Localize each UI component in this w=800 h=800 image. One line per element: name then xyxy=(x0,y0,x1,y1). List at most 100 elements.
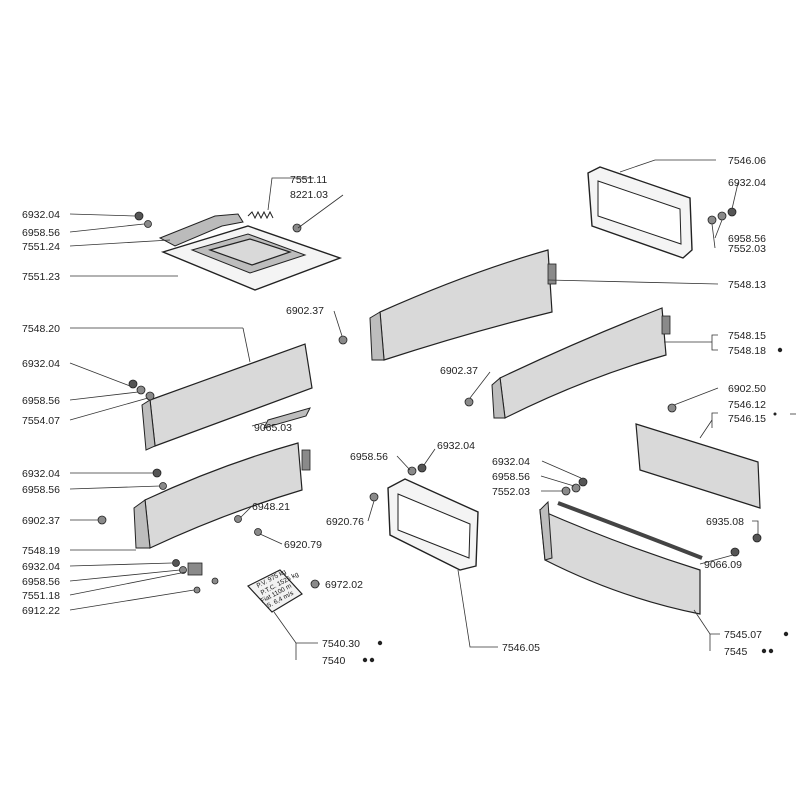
label-6958-56-c: 6958.56 xyxy=(22,395,60,407)
screw-6902-37-b xyxy=(464,397,474,407)
label-7551-11: 7551.11 xyxy=(290,174,327,186)
bolt-7552-03-a xyxy=(707,215,717,225)
part-labels: 7551.11 8221.03 6932.04 6958.56 7551.24 … xyxy=(22,155,796,667)
label-6932-04-e: 6932.04 xyxy=(22,468,60,480)
glass-panel-7545-07 xyxy=(539,509,701,615)
marker-dot-7540-2 xyxy=(369,657,375,663)
screw-small xyxy=(211,577,219,585)
vent-pin xyxy=(292,223,302,233)
vent-spring xyxy=(247,210,274,220)
label-7548-13: 7548.13 xyxy=(728,279,766,291)
label-9065-03: 9065.03 xyxy=(254,422,292,434)
glass-7548-15 xyxy=(464,307,671,419)
roof-vent-assembly xyxy=(134,210,343,291)
label-6958-56-b: 6958.56 xyxy=(728,233,766,245)
label-7551-23: 7551.23 xyxy=(22,271,60,283)
label-6932-04-f: 6932.04 xyxy=(492,456,530,468)
glass-bracket-7548-15 xyxy=(661,315,671,335)
washer-6958-56-e xyxy=(407,466,417,476)
label-7551-18: 7551.18 xyxy=(22,590,60,602)
label-6932-04-g: 6932.04 xyxy=(22,561,60,573)
label-7551-24: 7551.24 xyxy=(22,241,60,253)
leader-lines xyxy=(69,159,759,660)
screw-6902-37-a xyxy=(338,335,348,345)
bolt-7552-03-b xyxy=(561,486,571,496)
label-6958-56-f: 6958.56 xyxy=(492,471,530,483)
washer-6958-56-d xyxy=(159,482,167,490)
marker-dot-7546-15 xyxy=(773,412,777,416)
marker-dot-7545-07 xyxy=(783,631,789,637)
glass-panel-7548-15 xyxy=(499,307,667,419)
label-7546-12: 7546.12 xyxy=(728,399,766,411)
label-6920-79: 6920.79 xyxy=(284,539,322,551)
label-6958-56-a: 6958.56 xyxy=(22,227,60,239)
label-7554-07: 7554.07 xyxy=(22,415,60,427)
glass-edge-7548-19 xyxy=(133,499,151,549)
marker-dot-7545-2 xyxy=(768,648,774,654)
label-6902-37-b: 6902.37 xyxy=(440,365,478,377)
vent-frame xyxy=(208,238,292,266)
label-6920-76: 6920.76 xyxy=(326,516,364,528)
nut-6932-04-g xyxy=(172,559,180,567)
label-7545-07: 7545.07 xyxy=(724,629,762,641)
washer-6958-56-a xyxy=(144,220,152,228)
screw-6920-76 xyxy=(369,492,379,502)
nut-6932-04-c xyxy=(128,379,138,389)
vent-hinge-bracket xyxy=(158,213,244,247)
label-8221-03: 8221.03 xyxy=(290,189,328,201)
label-7548-15: 7548.15 xyxy=(728,330,766,342)
screw-6920-79 xyxy=(254,528,262,536)
glass-panel-7548-19 xyxy=(144,442,303,549)
label-7545: 7545 xyxy=(724,646,748,658)
frame-7546-05-opening xyxy=(397,493,471,559)
marker-dot-7540-1 xyxy=(362,657,368,663)
washer-6958-56-b xyxy=(717,211,727,221)
nut-6932-04-b xyxy=(727,207,737,217)
label-6902-50: 6902.50 xyxy=(728,383,766,395)
seal-strip-9065-03 xyxy=(263,407,311,429)
label-7540: 7540 xyxy=(322,655,346,667)
label-6932-04-c: 6932.04 xyxy=(22,358,60,370)
id-plate-7540: P.V. 975 kg P.T.C. 1525 kg Fiat 1100 m S… xyxy=(247,568,320,613)
nut-6932-04-f xyxy=(578,477,588,487)
glass-7548-13 xyxy=(338,249,557,361)
label-7548-19: 7548.19 xyxy=(22,545,60,557)
marker-dot-7540-30 xyxy=(377,640,383,646)
screw-6902-50 xyxy=(667,403,677,413)
glass-edge-7545-07 xyxy=(539,500,553,561)
label-6902-37-a: 6902.37 xyxy=(286,305,324,317)
rear-window-frame-assembly xyxy=(587,166,737,259)
label-6958-56-e: 6958.56 xyxy=(22,484,60,496)
seal-9066-09 xyxy=(557,501,703,560)
label-7546-06: 7546.06 xyxy=(728,155,766,167)
glass-7548-20 xyxy=(128,343,313,451)
nut-6932-04-e xyxy=(417,463,427,473)
glass-bracket-7548-13 xyxy=(547,263,557,285)
label-6912-22: 6912.22 xyxy=(22,605,60,617)
screw-6948-21 xyxy=(234,515,242,523)
label-6932-04-b: 6932.04 xyxy=(728,177,766,189)
nut-9066-09 xyxy=(730,547,740,557)
frame-7546-05 xyxy=(369,463,479,571)
label-6948-21: 6948.21 xyxy=(252,501,290,513)
label-6902-37-c: 6902.37 xyxy=(22,515,60,527)
glass-7545-07 xyxy=(539,477,740,615)
label-6935-08: 6935.08 xyxy=(706,516,744,528)
bushing-7554-07 xyxy=(145,391,155,401)
glass-edge-7548-15 xyxy=(491,377,506,419)
glass-panel-7546-12 xyxy=(635,423,761,509)
label-6932-04-a: 6932.04 xyxy=(22,209,60,221)
glass-7546-12 xyxy=(635,403,762,543)
nut-6935-08 xyxy=(752,533,762,543)
glass-bracket-7548-19 xyxy=(301,449,311,471)
rivet-6972-02 xyxy=(310,579,320,589)
label-7540-30: 7540.30 xyxy=(322,638,360,650)
screw-6902-37-c xyxy=(97,515,107,525)
label-7546-15: 7546.15 xyxy=(728,413,766,425)
label-7548-20: 7548.20 xyxy=(22,323,60,335)
glass-edge-7548-20 xyxy=(141,399,156,451)
marker-dot-7548-18 xyxy=(777,347,783,353)
id-plate-body xyxy=(247,569,303,613)
label-7552-03-b: 7552.03 xyxy=(492,486,530,498)
